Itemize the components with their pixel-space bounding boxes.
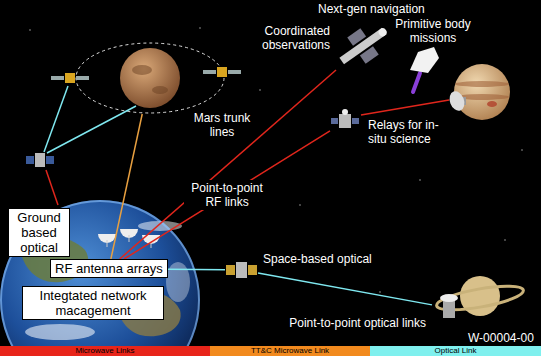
observation-satellite — [333, 17, 396, 74]
link-line — [168, 268, 225, 270]
star — [259, 89, 261, 91]
rf-link — [46, 170, 58, 205]
legend-text: Optical Link — [435, 346, 477, 355]
node-label: Ground based optical — [13, 210, 65, 255]
cloud — [166, 262, 190, 302]
node-label: Primitive body missions — [388, 17, 478, 45]
link-line — [120, 70, 336, 259]
spacecraft-node: Space-based optical — [225, 255, 258, 285]
star — [199, 27, 201, 29]
orbit-ring — [76, 43, 224, 113]
optical-link — [44, 86, 68, 152]
node-label: Coordinated observations — [246, 24, 330, 52]
node-label: Integtated network macagement — [27, 288, 159, 318]
mars-planet — [120, 48, 180, 108]
star — [299, 204, 301, 206]
legend-bar: Microwave Links TT&C Microwave Link Optica… — [0, 346, 541, 356]
mars-patch — [152, 86, 168, 94]
legend-text: TT&C Microwave Link — [251, 346, 329, 355]
mars-system — [51, 43, 241, 113]
dish — [120, 229, 138, 242]
mars-orbiter — [203, 67, 241, 77]
link-line — [258, 273, 432, 305]
link-line — [124, 131, 330, 259]
ground-label-box: RF antenna arrays — [50, 259, 168, 278]
legend-swatch: Microwave Links — [0, 346, 210, 356]
node-label: Relays for in-situ science — [368, 118, 450, 146]
star — [504, 239, 506, 241]
spacecraft-node: Point-to-point optical links — [432, 290, 466, 326]
legend-swatch: Optical Link — [370, 346, 541, 356]
jupiter — [454, 64, 510, 120]
relay-satellite — [331, 109, 359, 128]
optical-satellite — [226, 262, 257, 278]
star — [379, 291, 381, 293]
node-label: Space-based optical — [263, 252, 372, 266]
planet-node: Mars trunk lines — [75, 42, 225, 114]
node-label: Mars trunk lines — [190, 111, 254, 139]
earth-globe — [0, 200, 200, 346]
star — [521, 149, 523, 151]
jupiter-probe — [447, 89, 467, 113]
spacecraft-node: Coordinated observations — [335, 22, 392, 70]
legend-swatch: TT&C Microwave Link — [210, 346, 370, 356]
mission-label: Next-gen navigation — [318, 2, 425, 16]
mars-relay-links — [44, 86, 136, 205]
node-label: Point-to-point optical links — [289, 316, 426, 330]
atmosphere — [1, 201, 199, 346]
legend-text: Microwave Links — [75, 346, 134, 355]
earth-disc — [0, 200, 200, 346]
ground-label-box: Ground based optical — [8, 208, 70, 257]
relay-satellite — [26, 153, 54, 167]
primitive-body-spacecraft — [410, 47, 439, 92]
link-line — [111, 114, 142, 259]
star — [29, 29, 31, 31]
node-label: RF antenna arrays — [55, 261, 163, 276]
cloud — [25, 324, 95, 340]
link-label: Point-to-point RF links — [184, 180, 270, 210]
spacecraft-node: Primitive body missions — [405, 46, 440, 76]
star — [419, 179, 421, 181]
rf-link — [361, 100, 449, 115]
figure-id: W-00004-00 — [468, 331, 534, 345]
spacecraft-node: Relays for in-situ science — [330, 108, 360, 135]
mars-patch — [132, 65, 152, 75]
mars-orbiter — [51, 73, 89, 83]
optical-link — [47, 106, 136, 153]
saturn-probe — [440, 294, 458, 318]
ground-label-box: Integtated network macagement — [22, 286, 164, 320]
